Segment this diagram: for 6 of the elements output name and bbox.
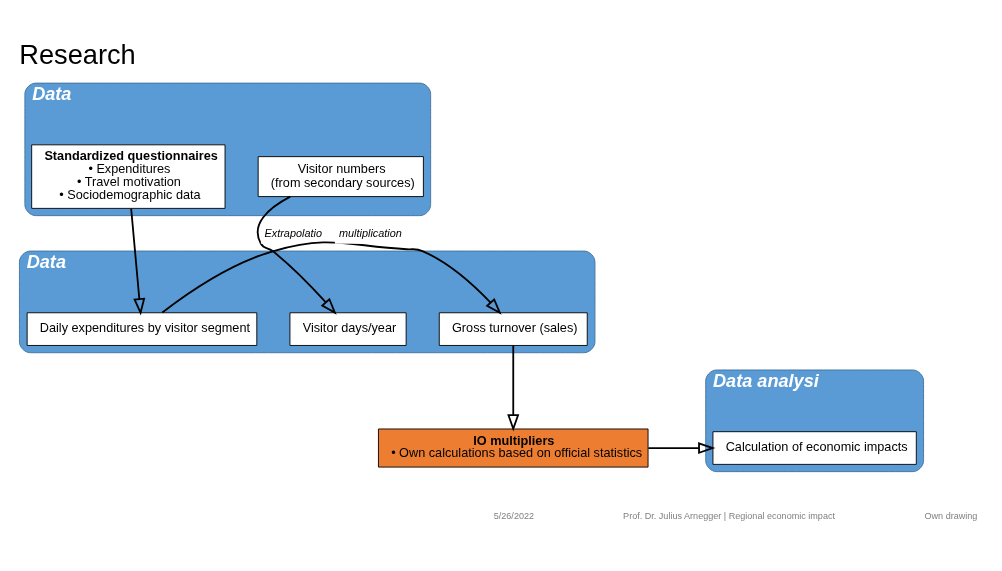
edge-label: Extrapolatio — [264, 226, 322, 239]
edge-label: multiplication — [338, 226, 402, 239]
label: 5/26/2022 — [493, 510, 535, 521]
label: Own drawing — [924, 510, 978, 521]
label: Prof. Dr. Julius Arnegger | Regional economic impact — [623, 510, 835, 521]
diagram-title: Research — [19, 38, 136, 70]
